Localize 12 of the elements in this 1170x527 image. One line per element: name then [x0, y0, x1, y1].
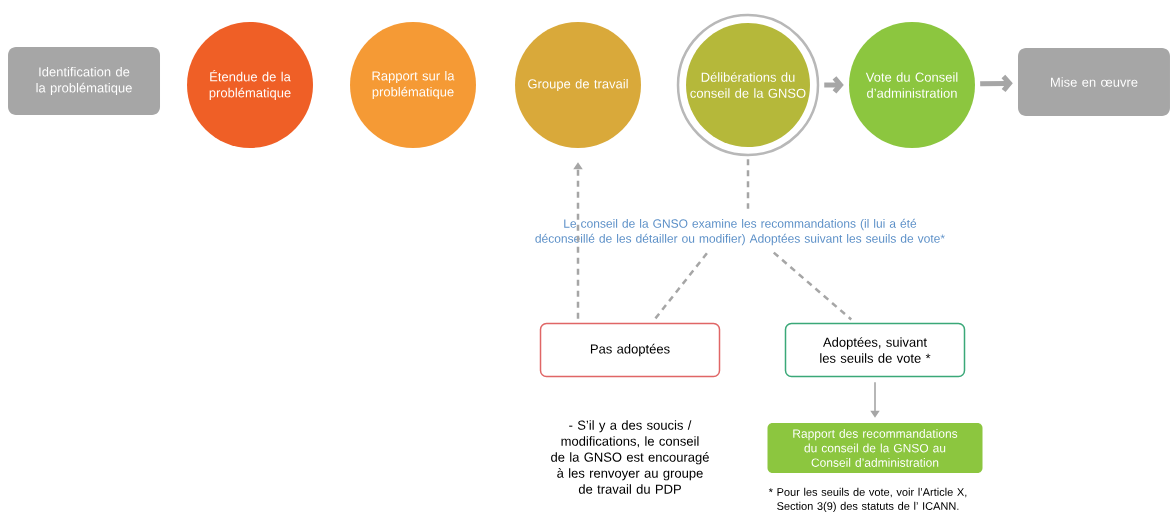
- review-note: Le conseil de la GNSO examine les recommandations (il lui a été déconseillé de les détailler ou modifier) Adoptées suivant les seuils de vote*: [535, 218, 945, 246]
- note-text: - S’il y a des soucis / modifications, le conseil de la GNSO est encouragé à les renvoyer au groupe de travail du PDP: [551, 420, 709, 494]
- outcome-box: Pas adoptées: [539, 322, 721, 378]
- report-box: Rapport des recommandations du conseil de la GNSO au Conseil d’administration: [767, 423, 983, 473]
- step-box: Mise en œuvre: [1018, 48, 1170, 116]
- outcome-box: Adoptées, suivant les seuils de vote *: [784, 322, 966, 378]
- connector-line: [772, 251, 853, 321]
- arrow: [980, 74, 1013, 93]
- step-box: Identification de la problématique: [8, 47, 160, 115]
- connector-line: [746, 159, 750, 209]
- footnote-text: * Pour les seuils de vote, voir l’Article X, Section 3(9) des statuts de l’ ICANN.: [768, 487, 967, 513]
- connector-line: [654, 252, 708, 320]
